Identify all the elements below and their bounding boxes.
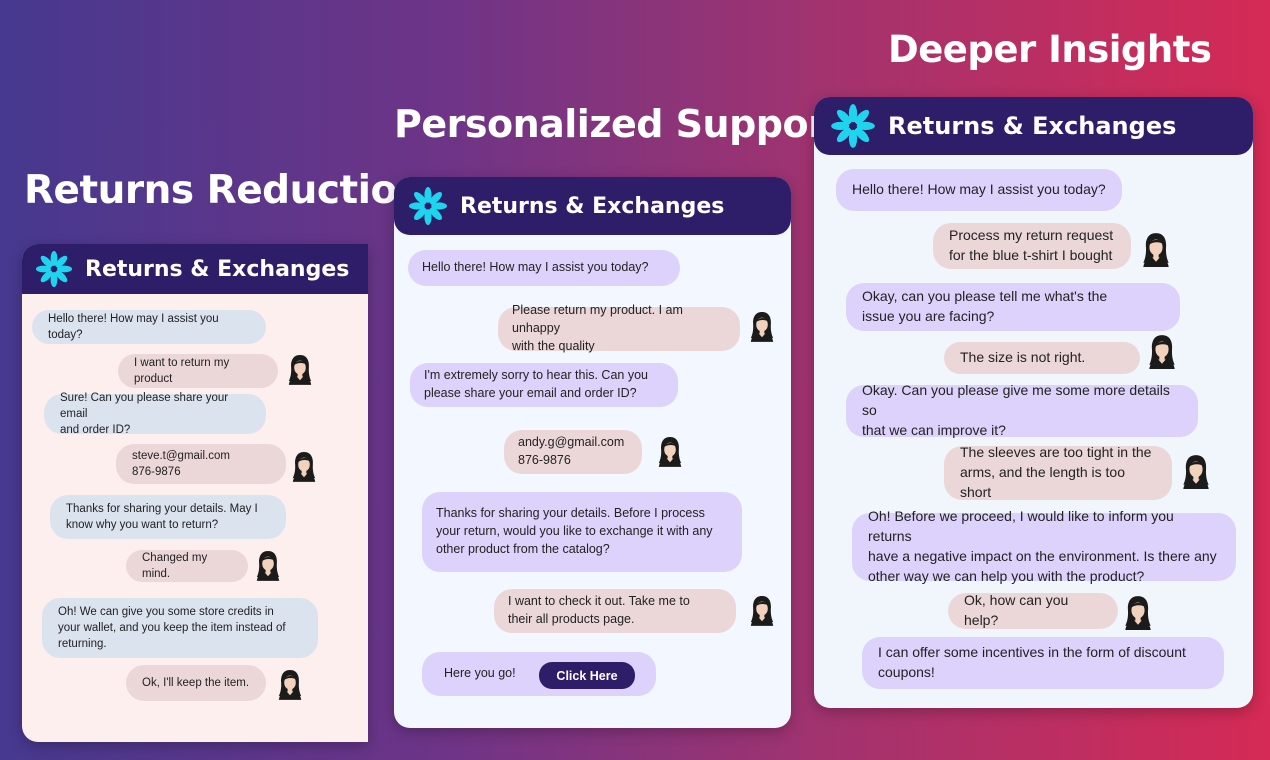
user-message: Ok, I'll keep the item. [126,665,266,701]
bot-message: I can offer some incentives in the form … [862,637,1224,689]
woman-avatar-icon [286,353,314,385]
heading-personalized-support: Personalized Support [394,102,845,146]
woman-avatar-icon [1146,333,1178,369]
bot-message: I'm extremely sorry to hear this. Can yo… [410,363,678,407]
woman-avatar-icon [748,594,776,626]
chat-card-returns-reduction: Returns & Exchanges Hello there! How may… [22,244,368,742]
chat-header: Returns & Exchanges [814,97,1253,155]
chat-header: Returns & Exchanges [22,244,368,294]
snowflake-logo-icon [35,250,73,288]
bot-message: Thanks for sharing your details. Before … [422,492,742,572]
user-message: Please return my product. I am unhappy w… [498,303,740,353]
woman-avatar-icon [254,549,282,581]
bot-message: Oh! We can give you some store credits i… [42,598,318,658]
user-message: The sleeves are too tight in the arms, a… [944,444,1172,500]
user-message: andy.g@gmail.com 876-9876 [504,430,642,474]
user-message: Ok, how can you help? [948,592,1118,629]
bot-message: Hello there! How may I assist you today? [32,310,266,344]
chat-card-deeper-insights: Returns & Exchanges Hello there! How may… [814,97,1253,708]
heading-deeper-insights: Deeper Insights [888,28,1212,71]
bot-message: Okay, can you please tell me what's the … [846,283,1180,331]
woman-avatar-icon [1180,453,1212,489]
user-message: Changed my mind. [126,550,248,582]
woman-avatar-icon [656,435,684,467]
heading-returns-reduction: Returns Reduction [24,168,425,213]
bot-message: Oh! Before we proceed, I would like to i… [852,508,1236,584]
woman-avatar-icon [748,310,776,342]
woman-avatar-icon [1122,594,1154,630]
woman-avatar-icon [1140,231,1172,267]
chat-title: Returns & Exchanges [888,112,1177,140]
snowflake-logo-icon [408,186,448,226]
chat-title: Returns & Exchanges [85,256,350,282]
chat-card-personalized-support: Returns & Exchanges Hello there! How may… [394,177,791,728]
user-message: The size is not right. [944,342,1140,374]
user-message: I want to check it out. Take me to their… [494,589,736,633]
user-message: steve.t@gmail.com 876-9876 [116,444,286,484]
bot-message: Hello there! How may I assist you today? [408,250,680,286]
bot-message: Thanks for sharing your details. May I k… [50,495,286,539]
woman-avatar-icon [276,668,304,700]
chat-title: Returns & Exchanges [460,193,725,219]
bot-message: Sure! Can you please share your email an… [44,392,266,436]
bot-message: Okay. Can you please give me some more d… [846,382,1198,438]
bot-message: Hello there! How may I assist you today? [836,169,1122,211]
chat-header: Returns & Exchanges [394,177,791,235]
woman-avatar-icon [290,450,318,482]
snowflake-logo-icon [830,103,876,149]
user-message: Process my return request for the blue t… [933,223,1131,269]
click-here-button[interactable]: Click Here [539,662,635,689]
user-message: I want to return my product [118,354,278,388]
